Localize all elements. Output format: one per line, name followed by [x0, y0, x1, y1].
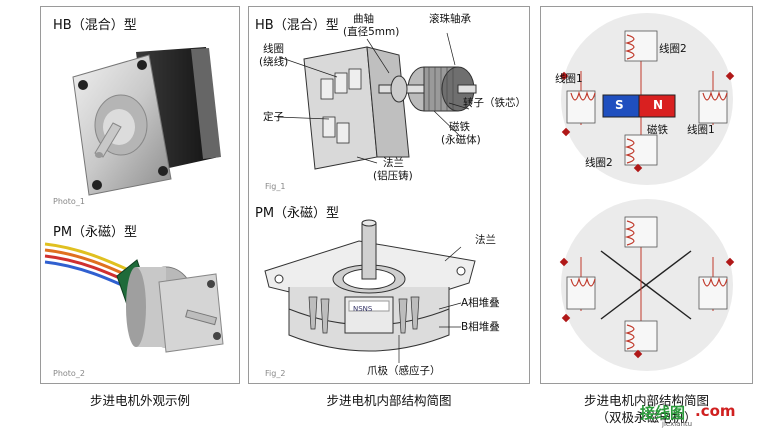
photo-1-label: Photo_1 [53, 197, 85, 206]
label-flange-sub: (铝压铸) [373, 170, 413, 182]
coil1-left-label: 线圈1 [555, 73, 583, 85]
label-shaft-sub: (直径5mm) [343, 26, 400, 38]
label-pm-flange: 法兰 [475, 234, 496, 246]
photo-panel: HB（混合）型 Photo_1 PM（永磁）型 [40, 6, 240, 384]
label-claw-pole: 爪极（感应子） [367, 365, 441, 377]
coil2-top-label: 线圈2 [659, 43, 687, 55]
label-magnet: 磁铁 [449, 121, 470, 133]
pm-motor-photo [44, 242, 224, 353]
label-stator: 定子 [263, 111, 284, 123]
magnet-n-label: N [653, 98, 664, 112]
caption-photos: 步进电机外观示例 [89, 393, 190, 408]
label-coil-sub: (绕线) [259, 56, 289, 68]
hb-cutaway-diagram [276, 32, 477, 170]
hb-structure-title: HB（混合）型 [255, 18, 339, 33]
pm-photo-title: PM（永磁）型 [53, 225, 138, 240]
label-stack-a: A相堆叠 [461, 297, 500, 309]
bipolar-diagram-bottom [559, 199, 735, 371]
caption-bipolar-line2: （双极永磁电机） [596, 410, 697, 425]
label-bearing: 滚珠轴承 [429, 13, 471, 25]
label-flange: 法兰 [383, 157, 404, 169]
pm-structure-title: PM（永磁）型 [255, 206, 340, 221]
hb-motor-photo [72, 47, 221, 196]
magnet-s-label: S [615, 98, 624, 112]
coil1-right-label: 线圈1 [687, 124, 715, 136]
label-coil: 线圈 [263, 43, 284, 55]
bipolar-diagram-top [559, 13, 735, 185]
structure-panel: HB（混合）型 [248, 6, 530, 384]
photo-2-label: Photo_2 [53, 369, 85, 378]
watermark-logo: 接线图 [640, 404, 686, 422]
label-stack-b: B相堆叠 [461, 321, 500, 333]
bipolar-schematic-panel: S N 线圈1 线圈2 线圈1 磁铁 线圈2 [540, 6, 753, 384]
fig-2-label: Fig_2 [265, 369, 286, 378]
caption-bipolar-line1: 步进电机内部结构简图 [583, 393, 709, 408]
label-rotor: 转子（铁芯） [463, 97, 526, 109]
label-magnet-sub: (永磁体) [441, 134, 481, 146]
hb-photo-title: HB（混合）型 [53, 18, 137, 33]
label-ns: NSNS [353, 305, 373, 313]
magnet-label: 磁铁 [647, 124, 668, 136]
fig-1-label: Fig_1 [265, 182, 286, 191]
watermark-domain: .com [695, 402, 736, 420]
watermark-sub: jiexiantu [662, 420, 693, 428]
coil2-bottom-label: 线圈2 [585, 157, 613, 169]
pm-cutaway-diagram [264, 219, 476, 363]
caption-structure: 步进电机内部结构简图 [326, 393, 452, 408]
label-shaft: 曲轴 [353, 13, 374, 25]
